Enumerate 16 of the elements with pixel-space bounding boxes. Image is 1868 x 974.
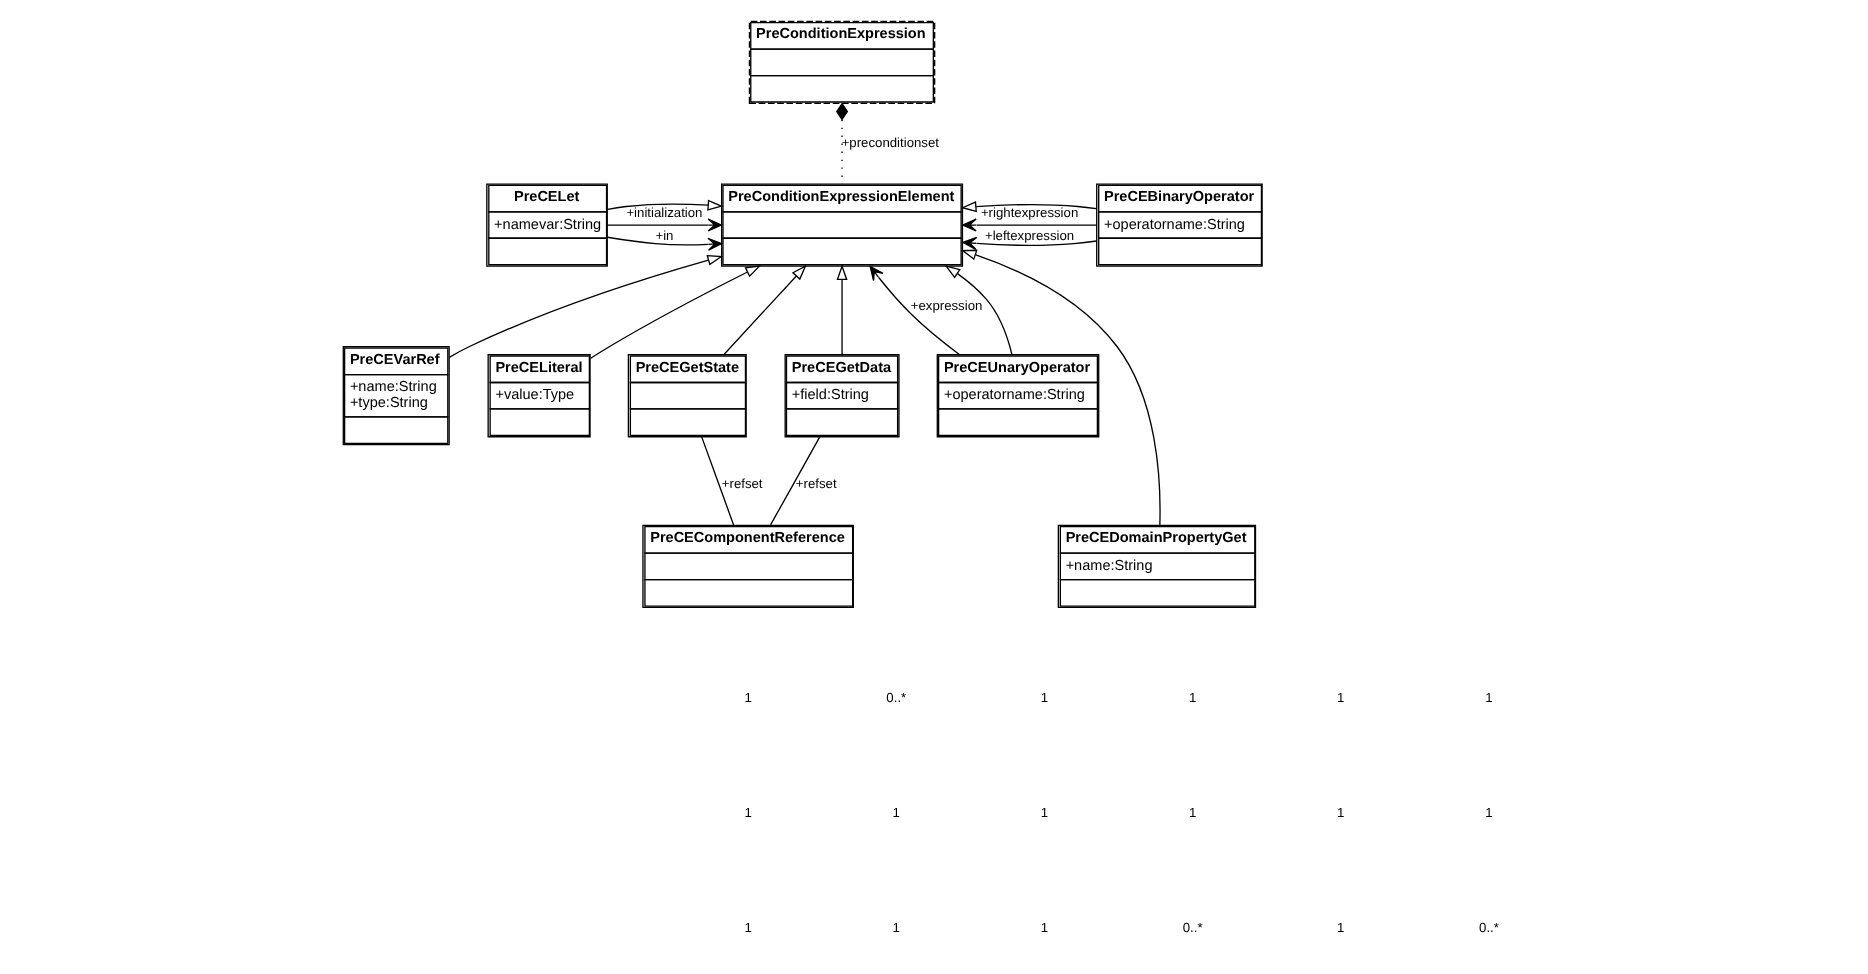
connector bbox=[769, 436, 821, 526]
arrow bbox=[869, 265, 961, 356]
arrow bbox=[723, 264, 807, 355]
arrow bbox=[606, 218, 723, 232]
arrow bbox=[960, 201, 1098, 213]
arrow bbox=[962, 218, 1097, 232]
connector bbox=[835, 102, 849, 185]
arrow bbox=[607, 199, 724, 211]
arrow bbox=[606, 236, 723, 251]
arrow bbox=[836, 264, 848, 355]
arrow bbox=[962, 236, 1098, 250]
arrow bbox=[944, 265, 1013, 355]
arrow bbox=[960, 249, 1161, 526]
arrow bbox=[589, 265, 762, 360]
connector bbox=[701, 436, 735, 526]
arrow bbox=[448, 254, 724, 358]
